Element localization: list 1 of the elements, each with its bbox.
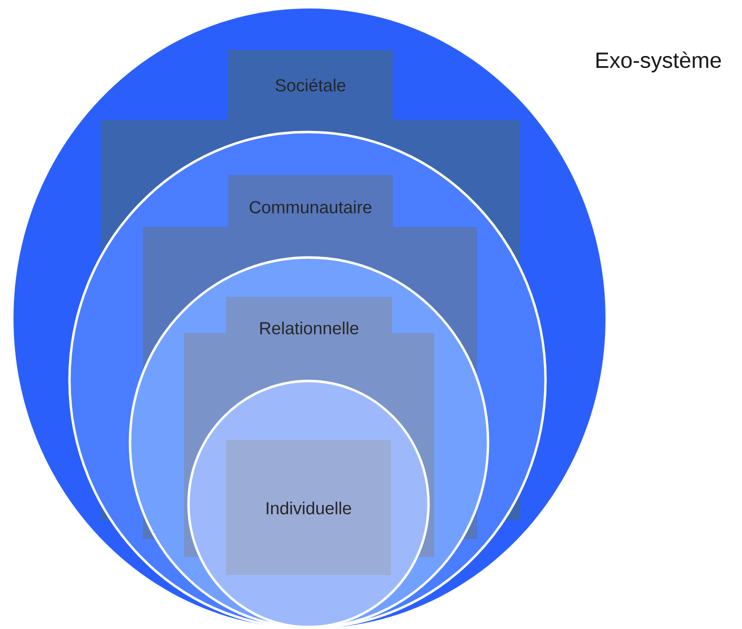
circle-layer: Individuelle [187, 380, 430, 628]
